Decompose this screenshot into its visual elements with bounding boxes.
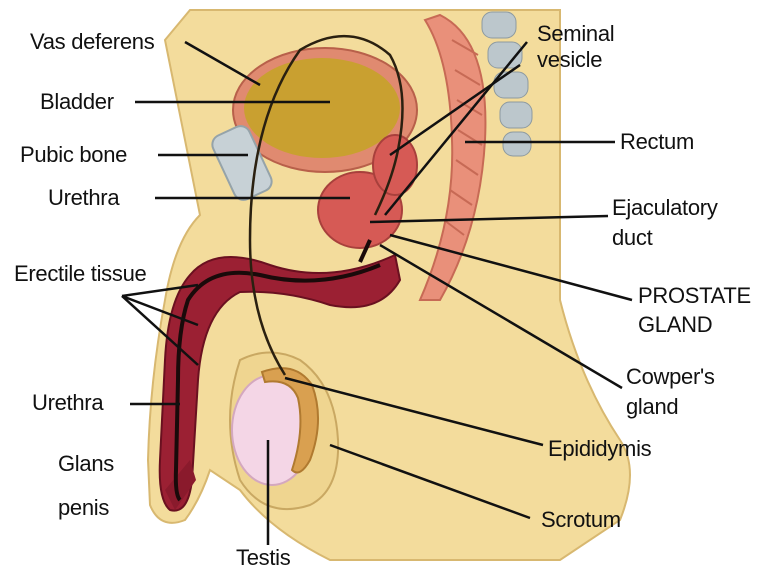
label-ejaculatory-duct-line1: Ejaculatory [612,196,718,220]
bladder [244,58,400,158]
label-erectile-tissue: Erectile tissue [14,262,146,286]
label-prostate-gland-line2: GLAND [638,313,712,337]
label-ejaculatory-duct-line2: duct [612,226,652,250]
label-vas-deferens: Vas deferens [30,30,154,54]
label-cowpers-gland-line1: Cowper's [626,365,715,389]
label-seminal-vesicle-line2: vesicle [537,48,602,72]
label-glans-penis-line2: penis [58,496,109,520]
label-testis: Testis [236,546,290,570]
label-prostate-gland-line1: PROSTATE [638,284,751,308]
label-cowpers-gland-line2: gland [626,395,678,419]
label-seminal-vesicle-line1: Seminal [537,22,614,46]
label-scrotum: Scrotum [541,508,621,532]
label-bladder: Bladder [40,90,114,114]
label-epididymis: Epididymis [548,437,651,461]
label-pubic-bone: Pubic bone [20,143,127,167]
label-urethra-upper: Urethra [48,186,119,210]
label-rectum: Rectum [620,130,694,154]
label-glans-penis-line1: Glans [58,452,114,476]
label-urethra-lower: Urethra [32,391,103,415]
